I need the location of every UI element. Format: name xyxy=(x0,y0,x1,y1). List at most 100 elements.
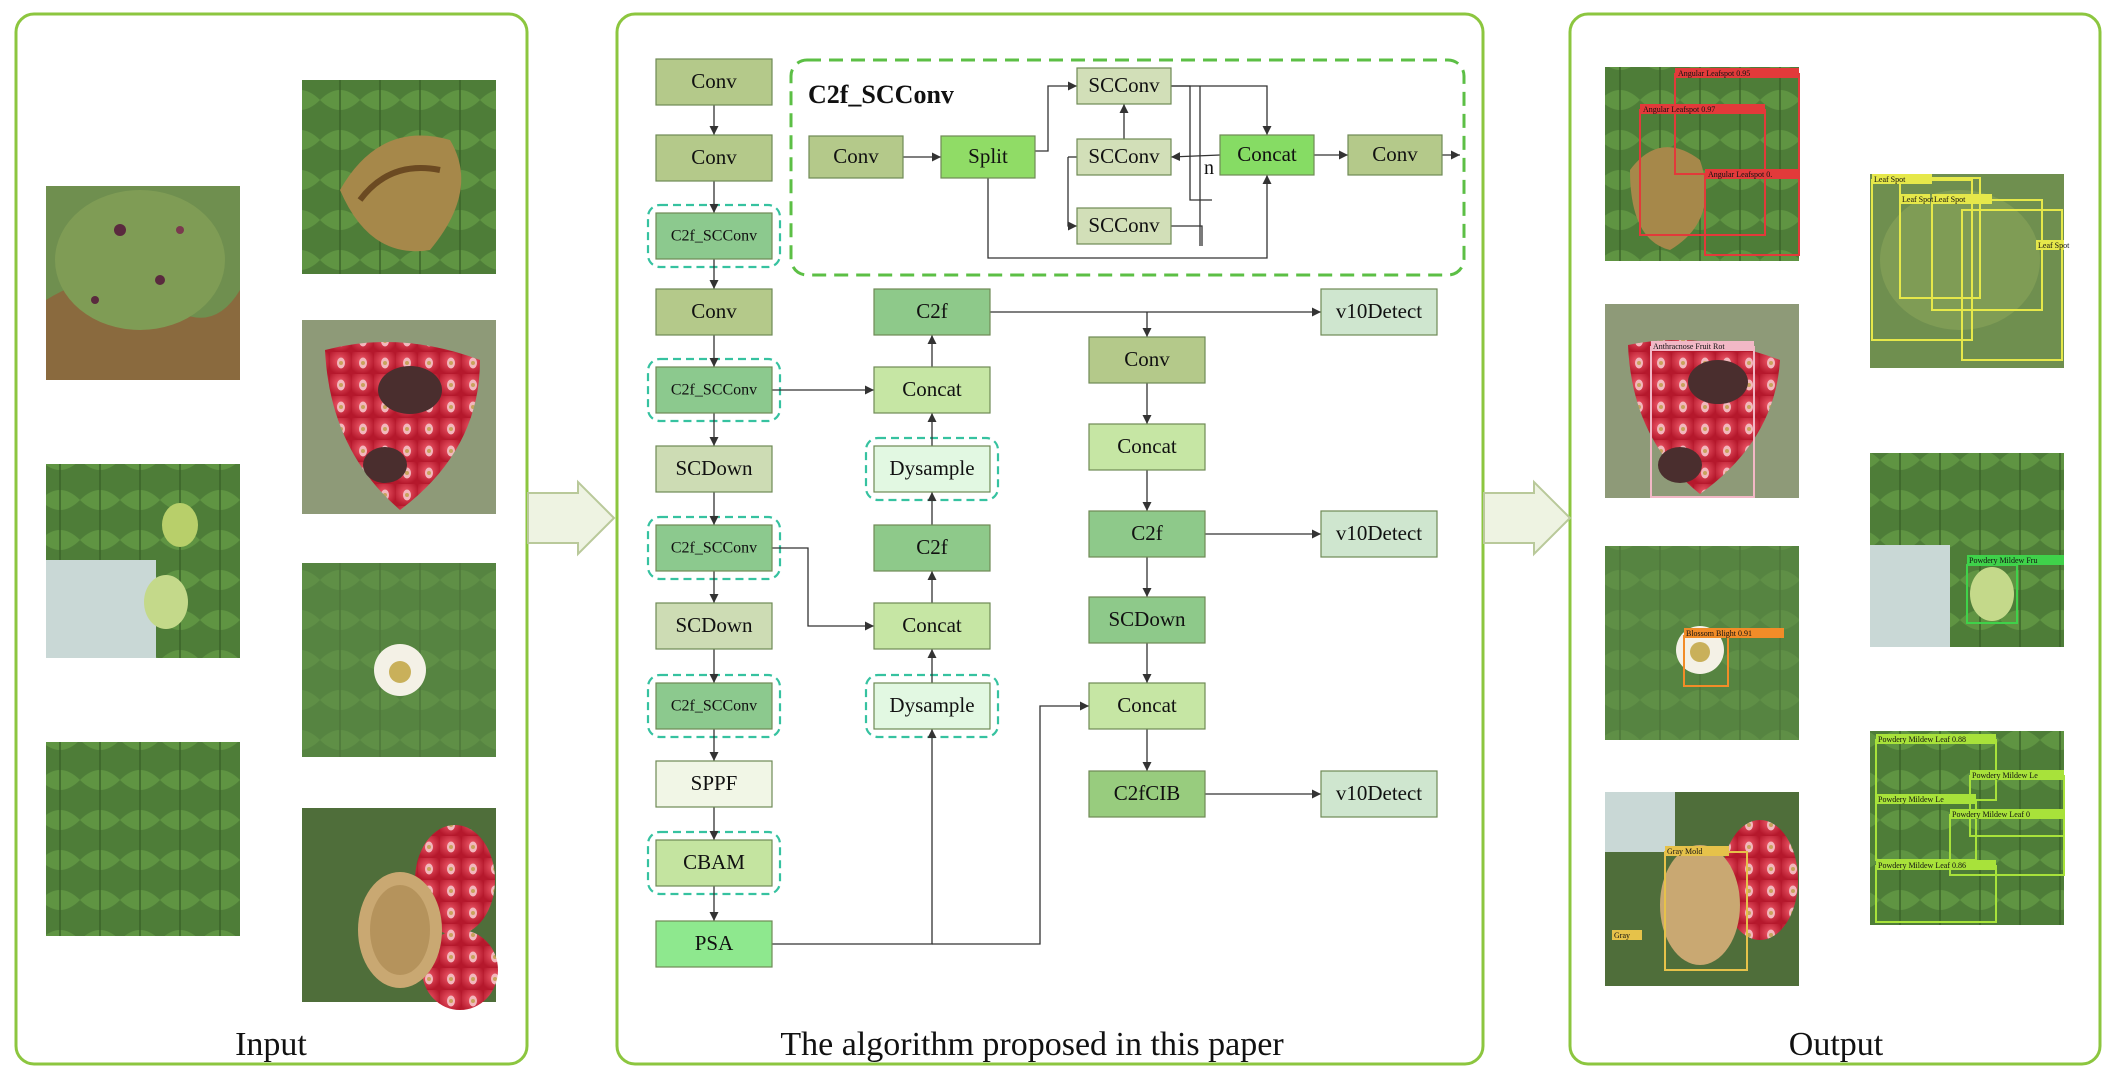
detection-label: Powdery Mildew Leaf 0.86 xyxy=(1878,861,1966,870)
node-i-conv-out: Conv xyxy=(1347,134,1443,176)
detection-label: Powdery Mildew Le xyxy=(1878,795,1944,804)
node-box xyxy=(655,602,773,650)
connector xyxy=(772,547,874,631)
node-box xyxy=(1219,134,1315,176)
node-label: SCDown xyxy=(675,456,753,480)
c2f-scconv-inset xyxy=(789,58,1466,277)
connector xyxy=(1171,85,1272,135)
node-i-split: Split xyxy=(940,135,1036,179)
node-box xyxy=(655,682,773,730)
node-box xyxy=(1320,510,1438,558)
repeat-count-label: n xyxy=(1204,157,1214,179)
input-image-healthy-leaf xyxy=(46,742,240,936)
detection-label: Gray Mold xyxy=(1667,847,1702,856)
output-panel xyxy=(1568,12,2102,1066)
node-label: Concat xyxy=(902,613,962,637)
detection-label: Powdery Mildew Le xyxy=(1972,771,2038,780)
node-n-c2f-mid: C2f xyxy=(873,524,991,572)
node-box xyxy=(1088,596,1206,644)
detection-label: Powdery Mildew Fru xyxy=(1969,556,2037,565)
node-box xyxy=(940,135,1036,179)
node-label: SCDown xyxy=(1108,607,1186,631)
node-label: C2f xyxy=(916,535,948,559)
node-label: v10Detect xyxy=(1336,781,1422,805)
connector xyxy=(1035,81,1077,152)
detection-label: Gray xyxy=(1614,931,1630,940)
node-b-sppf: SPPF xyxy=(655,760,773,808)
node-label: C2fCIB xyxy=(1114,781,1181,805)
node-box xyxy=(1088,770,1206,818)
input-image-grey-mold-fruit xyxy=(302,808,498,1010)
node-h-scdown: SCDown xyxy=(1088,596,1206,644)
input-image-blossom xyxy=(302,563,496,757)
node-b-c2f2: C2f_SCConv xyxy=(655,366,773,414)
node-label: SCConv xyxy=(1088,144,1160,168)
node-b-c2f4: C2f_SCConv xyxy=(655,682,773,730)
node-label: Dysample xyxy=(889,456,974,480)
node-label: C2f_SCConv xyxy=(671,228,757,245)
node-box xyxy=(655,920,773,968)
node-label: C2f_SCConv xyxy=(671,540,757,557)
node-label: C2f_SCConv xyxy=(671,382,757,399)
node-b-cbam: CBAM xyxy=(655,839,773,887)
node-label: v10Detect xyxy=(1336,521,1422,545)
input-to-algorithm-arrow xyxy=(527,479,616,557)
detection-label: Anthracnose Fruit Rot xyxy=(1653,342,1725,351)
node-n-concat2: Concat xyxy=(873,602,991,650)
node-label: Conv xyxy=(691,299,737,323)
detection-label: Leaf Spot xyxy=(2038,241,2070,250)
node-label: v10Detect xyxy=(1336,299,1422,323)
node-box xyxy=(1088,336,1206,384)
node-b-scdown2: SCDown xyxy=(655,602,773,650)
node-label: SPPF xyxy=(691,771,738,795)
node-label: Concat xyxy=(1117,693,1177,717)
node-label: Concat xyxy=(1237,142,1297,166)
node-label: Conv xyxy=(691,145,737,169)
node-box xyxy=(655,134,773,182)
node-box xyxy=(873,288,991,336)
node-d-detect3: v10Detect xyxy=(1320,770,1438,818)
algorithm-to-output-arrow xyxy=(1483,479,1572,557)
detection-label: Powdery Mildew Leaf 0 xyxy=(1952,810,2030,819)
inset-title: C2f_SCConv xyxy=(808,80,954,109)
output-image-powdery-mildew-fruit: Powdery Mildew Fru xyxy=(1870,453,2064,647)
node-label: Concat xyxy=(902,377,962,401)
node-b-psa: PSA xyxy=(655,920,773,968)
node-label: Conv xyxy=(833,144,879,168)
input-image-anthracnose-fruit xyxy=(302,320,496,514)
node-b-scdown1: SCDown xyxy=(655,445,773,493)
connector xyxy=(987,175,1272,259)
node-box xyxy=(873,445,991,493)
node-b-conv1: Conv xyxy=(655,58,773,106)
connector xyxy=(1170,152,1221,162)
node-h-c2f: C2f xyxy=(1088,510,1206,558)
node-box xyxy=(655,58,773,106)
node-i-scconv1: SCConv xyxy=(1076,67,1172,105)
node-box xyxy=(1088,423,1206,471)
node-label: Dysample xyxy=(889,693,974,717)
node-box xyxy=(1347,134,1443,176)
connector xyxy=(1171,85,1212,201)
node-d-detect1: v10Detect xyxy=(1320,288,1438,336)
connector xyxy=(772,729,937,945)
input-image-green-fruit xyxy=(46,464,240,658)
node-b-conv2: Conv xyxy=(655,134,773,182)
node-label: SCDown xyxy=(675,613,753,637)
output-image-powdery-mildew-leaf: Powdery Mildew Leaf 0.88 Powdery Mildew … xyxy=(1870,731,2065,925)
node-i-scconv3: SCConv xyxy=(1076,207,1172,245)
node-box xyxy=(873,602,991,650)
node-label: Conv xyxy=(1124,347,1170,371)
node-box xyxy=(1088,682,1206,730)
output-caption: Output xyxy=(1789,1026,1884,1063)
detection-label: Angular Leafspot 0.95 xyxy=(1678,69,1750,78)
output-image-leaf-spot: Leaf Spot Leaf Spot Leaf Spot Leaf Spot xyxy=(1870,174,2070,368)
node-box xyxy=(873,366,991,414)
detection-label: Leaf Spot xyxy=(1934,195,1966,204)
node-box xyxy=(1320,288,1438,336)
node-box xyxy=(655,760,773,808)
node-label: SCConv xyxy=(1088,73,1160,97)
node-n-dysample2: Dysample xyxy=(873,682,991,730)
input-image-leaf-scorch xyxy=(46,186,240,380)
node-i-concat: Concat xyxy=(1219,134,1315,176)
node-box xyxy=(1076,138,1172,176)
